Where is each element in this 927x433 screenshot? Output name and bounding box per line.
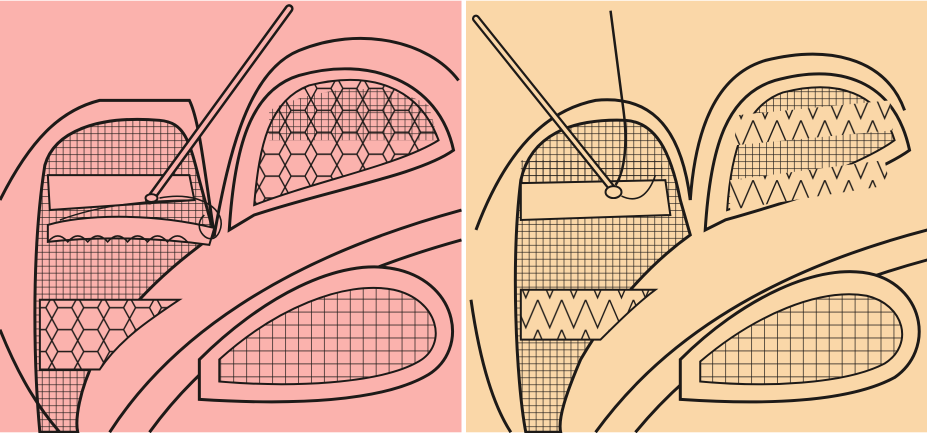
left-illustration [0,0,462,433]
right-illustration-panel [466,0,927,433]
left-illustration-panel [0,0,462,433]
needle-eye [605,186,621,198]
right-illustration [466,0,927,433]
open-band [520,180,670,220]
